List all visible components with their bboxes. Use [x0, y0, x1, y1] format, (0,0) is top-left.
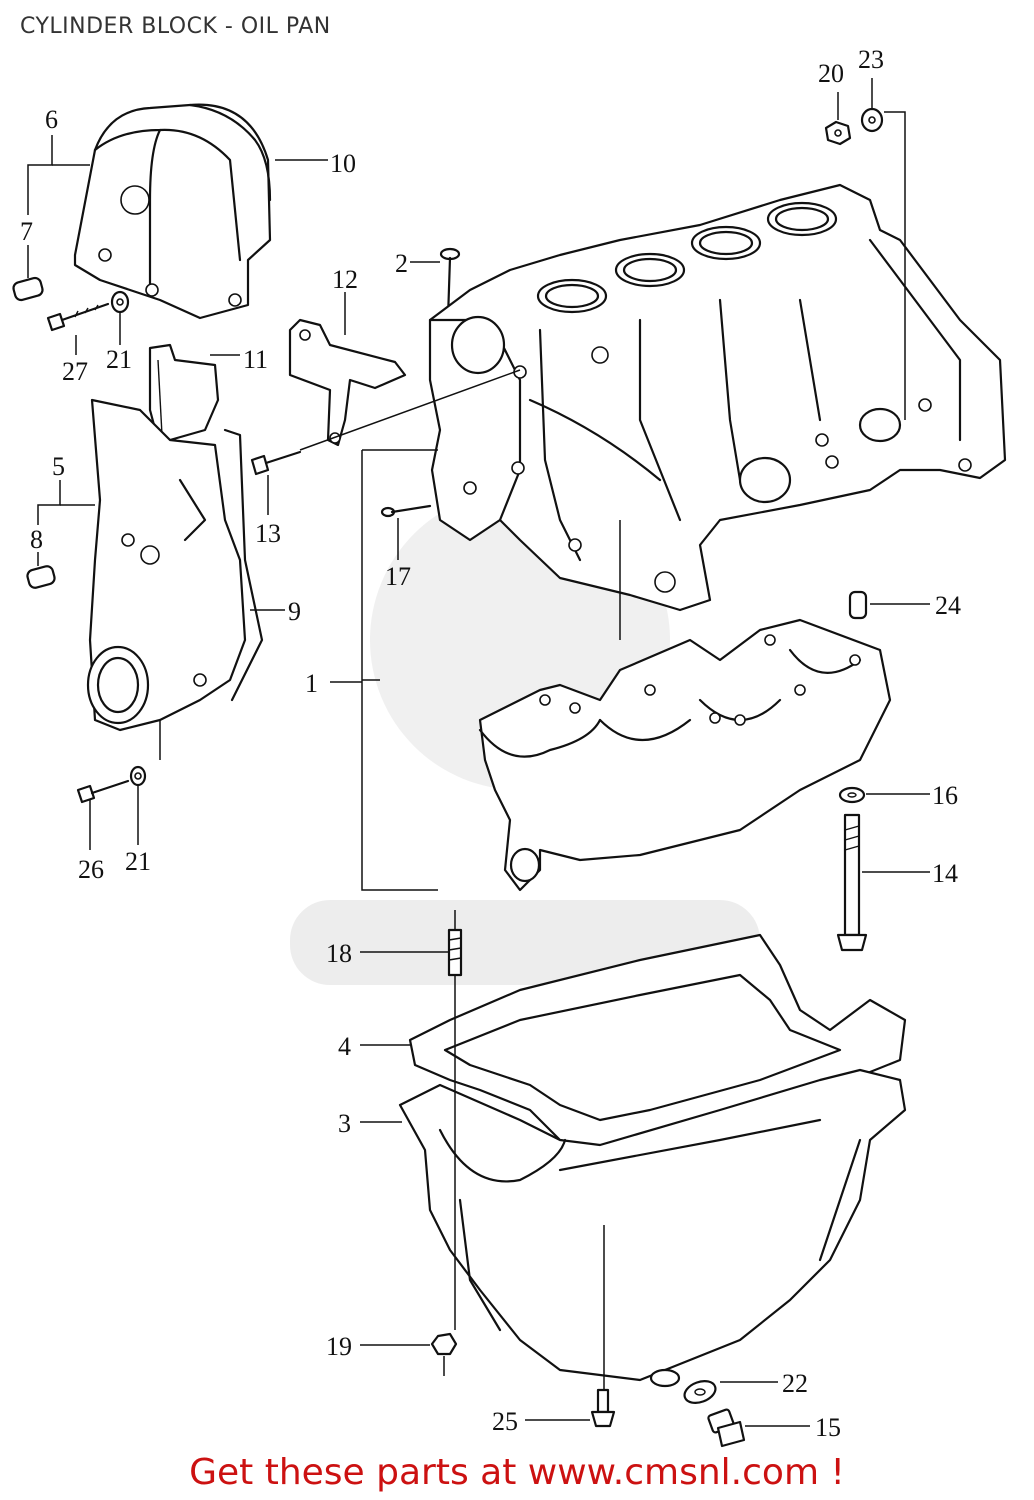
engine-bracket-12[interactable]	[288, 318, 407, 447]
washer-21-upper[interactable]	[110, 290, 130, 314]
bolt-25[interactable]	[590, 1388, 616, 1428]
callout-7: 7	[20, 217, 33, 246]
washer-23[interactable]	[860, 107, 884, 133]
dowel-collar-7[interactable]	[12, 276, 44, 302]
washer-16[interactable]	[838, 786, 866, 804]
lower-timing-cover[interactable]	[86, 398, 264, 732]
callout-8: 8	[30, 525, 43, 554]
callout-4: 4	[338, 1032, 351, 1061]
seal-strip-11[interactable]	[148, 343, 220, 442]
nut-19[interactable]	[430, 1332, 458, 1356]
callout-23: 23	[858, 45, 884, 74]
footer-link[interactable]: Get these parts at www.cmsnl.com !	[189, 1452, 845, 1493]
callout-12: 12	[332, 265, 358, 294]
bolt-17[interactable]	[380, 504, 432, 518]
callout-6: 6	[45, 105, 58, 134]
callout-25: 25	[492, 1407, 518, 1436]
page-title: CYLINDER BLOCK - OIL PAN	[20, 14, 331, 39]
bolt-14[interactable]	[836, 813, 868, 952]
leader-lines	[27, 78, 930, 1427]
upper-timing-cover[interactable]	[73, 103, 272, 320]
stud-18[interactable]	[447, 928, 463, 977]
dowel-pin-24[interactable]	[848, 590, 868, 620]
callout-21-upper: 21	[106, 345, 132, 374]
callout-18: 18	[326, 939, 352, 968]
callout-20: 20	[818, 59, 844, 88]
callout-11: 11	[243, 345, 268, 374]
callout-26: 26	[78, 855, 104, 884]
callout-3: 3	[338, 1109, 351, 1138]
washer-22[interactable]	[682, 1377, 719, 1407]
cylinder-block[interactable]	[428, 183, 1007, 612]
callout-27: 27	[62, 357, 88, 386]
drain-plug-15[interactable]	[707, 1408, 746, 1448]
callout-9: 9	[288, 597, 301, 626]
callout-17: 17	[385, 562, 411, 591]
callout-21-lower: 21	[125, 847, 151, 876]
callout-5: 5	[52, 452, 65, 481]
callout-19: 19	[326, 1332, 352, 1361]
callout-24: 24	[935, 591, 961, 620]
bolt-26[interactable]	[76, 779, 130, 804]
callout-13: 13	[255, 519, 281, 548]
exploded-parts-diagram: 6 7 10 27 21 11 12 2 5 8 13 17 9 1 24 16…	[12, 45, 1007, 1448]
callout-15: 15	[815, 1413, 841, 1442]
bolt-27[interactable]	[46, 302, 110, 332]
washer-21-lower[interactable]	[129, 765, 147, 787]
main-bearing-girdle[interactable]	[478, 618, 892, 892]
callout-1: 1	[305, 669, 318, 698]
oil-pan-3[interactable]	[398, 1068, 907, 1388]
callout-10: 10	[330, 149, 356, 178]
dowel-collar-8[interactable]	[26, 565, 56, 589]
callout-22: 22	[782, 1369, 808, 1398]
callout-14: 14	[932, 859, 958, 888]
callout-labels: 6 7 10 27 21 11 12 2 5 8 13 17 9 1 24 16…	[20, 45, 961, 1442]
nut-20[interactable]	[824, 120, 852, 146]
callout-2: 2	[395, 249, 408, 278]
bolt-13[interactable]	[250, 450, 302, 476]
callout-16: 16	[932, 781, 958, 810]
